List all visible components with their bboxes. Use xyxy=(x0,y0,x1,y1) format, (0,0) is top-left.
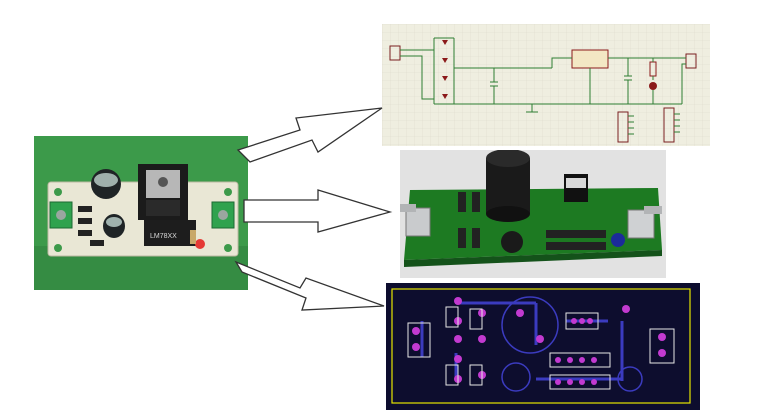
pcb-3d-render xyxy=(400,150,666,278)
arrow-to-schematic xyxy=(236,107,383,163)
arrow-to-3d-render xyxy=(243,189,393,233)
arrow-to-pcb-layout xyxy=(234,260,385,311)
schematic-diagram xyxy=(382,24,710,146)
pcb-layout xyxy=(386,283,700,410)
chip-label: LM78XX xyxy=(150,233,177,240)
board-photo: LM78XX xyxy=(34,136,248,290)
